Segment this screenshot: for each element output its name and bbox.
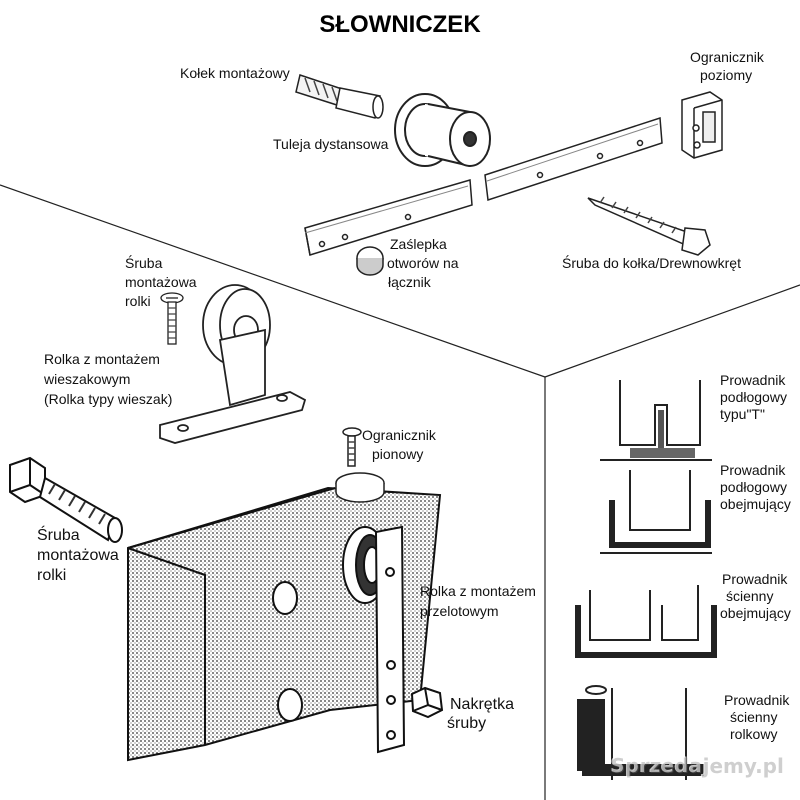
small-screw-drawing [160,292,184,345]
label-sruba-big-3: rolki [37,567,66,584]
page-title: SŁOWNICZEK [319,11,481,38]
label-ogranicznik-poziomy-2: poziomy [700,67,752,83]
label-ogranicznik-pionowy-1: Ogranicznik [362,427,437,443]
large-bolt-drawing [9,456,123,543]
wall-roller-guide-drawing [577,685,704,780]
label-prowadnik-rolk-3: rolkowy [730,726,777,742]
label-kolek: Kołek montażowy [180,65,290,81]
label-rolka-wieszak-2: wieszakowym [43,371,130,387]
wall-plug-drawing [295,74,384,119]
wall-enclosing-guide-drawing [575,585,717,658]
wood-screw-drawing [587,196,711,256]
horizontal-stop-drawing [681,91,723,159]
cap-drawing [356,246,384,276]
spacer-sleeve-drawing [394,93,491,167]
vertical-stop-drawing [335,427,385,503]
label-prowadnik-obj-3: obejmujący [720,496,791,512]
floor-enclosing-guide-drawing [600,470,712,554]
label-prowadnik-scien-3: obejmujący [720,605,791,621]
label-prowadnik-scien-1: Prowadnik [722,571,788,587]
label-rolka-przelot-1: Rolka z montażem [420,583,536,599]
label-zaslepka-2: otworów na [387,255,459,271]
label-rolka-wieszak-1: Rolka z montażem [44,351,160,367]
label-nakretka-2: śruby [447,715,486,732]
label-sruba-rolki-3: rolki [125,293,151,309]
label-prowadnik-obj-1: Prowadnik [720,462,786,478]
watermark-shadow: Sprzedajemy.pl [611,754,784,778]
through-roller-drawing [342,525,406,754]
label-prowadnik-scien-2: ścienny [726,588,773,604]
label-sruba-big-2: montażowa [37,547,119,564]
room-corner-lines [0,184,800,800]
watermark-text: Sprzedajemy.pl [610,753,783,777]
label-ogranicznik-pionowy-2: pionowy [372,446,423,462]
label-zaslepka-1: Zaślepka [390,236,447,252]
label-ogranicznik-poziomy-1: Ogranicznik [690,49,765,65]
labels: Kołek montażowy Tuleja dystansowa Ograni… [37,49,791,742]
floor-t-guide-drawing [600,380,712,461]
label-tuleja: Tuleja dystansowa [273,136,389,152]
label-prowadnik-rolk-1: Prowadnik [724,692,790,708]
label-nakretka-1: Nakrętka [450,696,514,713]
hanger-roller-drawing [159,284,307,444]
label-rolka-wieszak-3: (Rolka typy wieszak) [44,391,172,407]
label-sruba-rolki-2: montażowa [125,274,197,290]
label-sruba-kolka: Śruba do kołka/Drewnowkręt [562,254,741,271]
label-prowadnik-t-1: Prowadnik [720,372,786,388]
label-prowadnik-obj-2: podłogowy [720,479,787,495]
label-prowadnik-t-3: typu"T" [720,406,765,422]
label-rolka-przelot-2: przelotowym [420,603,499,619]
label-sruba-big-1: Śruba [37,525,80,544]
label-prowadnik-t-2: podłogowy [720,389,787,405]
label-zaslepka-3: łącznik [388,274,432,290]
label-prowadnik-rolk-2: ścienny [730,709,777,725]
label-sruba-rolki-1: Śruba [125,254,163,271]
rail-drawing [304,116,663,256]
nut-drawing [410,686,444,719]
watermark: Sprzedajemy.pl Sprzedajemy.pl [610,753,784,778]
